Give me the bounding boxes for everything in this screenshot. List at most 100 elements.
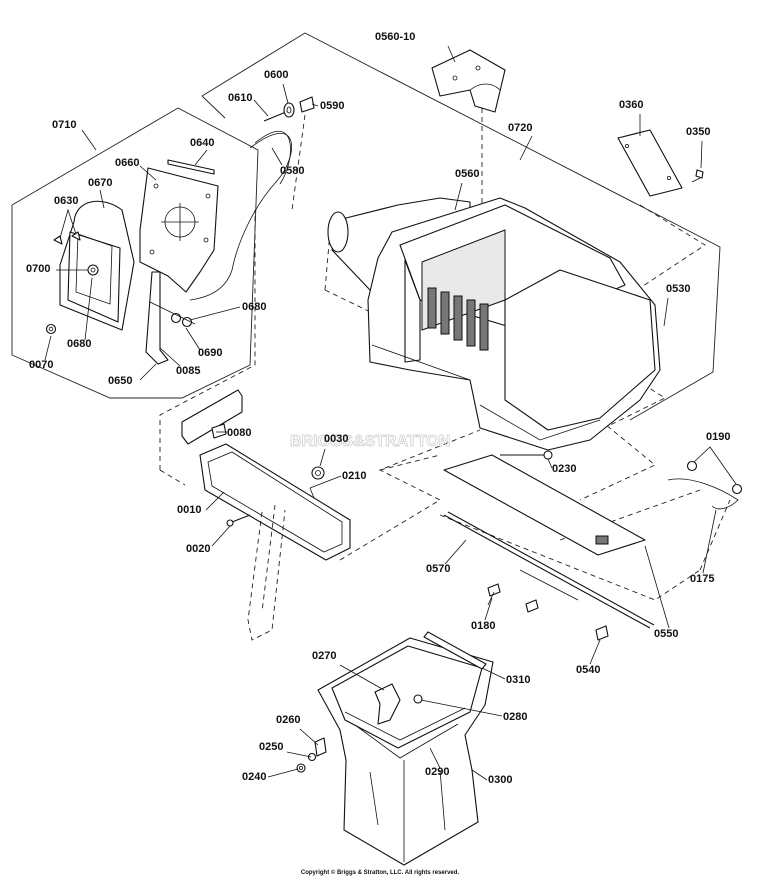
callout-leader: [454, 182, 463, 211]
callout-leader: [319, 448, 326, 467]
callout-leader: [644, 545, 670, 629]
mounting-bracket: [181, 389, 351, 561]
callout-leader: [139, 363, 157, 381]
part-callout: 0190: [706, 431, 730, 443]
callout-leader: [420, 699, 503, 717]
callout-leader: [253, 99, 269, 117]
callout-leader: [547, 458, 553, 469]
part-callout: 0310: [506, 674, 530, 686]
part-callout: 0610: [228, 92, 252, 104]
callout-leader: [693, 446, 737, 485]
part-callout: 0570: [426, 563, 450, 575]
copyright-notice: Copyright © Briggs & Stratton, LLC. All …: [300, 870, 460, 876]
part-callout: 0550: [654, 628, 678, 640]
callout-leader: [271, 147, 283, 166]
callout-leader: [663, 297, 669, 327]
callout-leader: [189, 306, 241, 321]
shroud-vents: [427, 287, 489, 351]
part-callout: 0020: [186, 543, 210, 555]
part-callout: 0640: [190, 137, 214, 149]
callout-leader: [447, 45, 456, 63]
part-callout: 0070: [29, 359, 53, 371]
callout-leader: [194, 149, 208, 166]
part-callout: 0690: [198, 347, 222, 359]
callout-leader: [211, 525, 231, 547]
callout-leader: [484, 597, 493, 621]
group-outline-shroud: [201, 32, 721, 421]
part-callout: 0560-10: [375, 31, 415, 43]
part-callout: 0250: [259, 741, 283, 753]
callout-leader: [444, 539, 467, 565]
callout-leader: [309, 475, 342, 489]
part-callout: 0580: [280, 165, 304, 177]
part-callout: 0670: [88, 177, 112, 189]
callout-leader: [282, 83, 289, 104]
callout-leader: [286, 751, 312, 758]
part-callout: 0300: [488, 774, 512, 786]
deflector-bar: [167, 159, 215, 175]
part-callout: 0080: [227, 427, 251, 439]
callout-leader: [139, 165, 157, 181]
frame-rod: [443, 450, 743, 641]
callout-leader: [185, 327, 201, 351]
callout-leader: [481, 667, 506, 680]
callout-leader: [311, 103, 319, 107]
callout-leader: [519, 135, 533, 161]
deflector-plate: [139, 167, 219, 293]
part-callout: 0230: [552, 463, 576, 475]
panel-screw: [691, 169, 704, 183]
callout-leader: [299, 728, 319, 746]
group-outline-dashed-frames: [159, 108, 731, 601]
access-panel: [617, 129, 683, 197]
callout-leaders: [44, 45, 737, 781]
callout-leader: [700, 140, 703, 169]
part-callout: 0085: [176, 365, 200, 377]
part-callout: 0650: [108, 375, 132, 387]
part-callout: 0270: [312, 650, 336, 662]
part-callout: 0180: [471, 620, 495, 632]
callout-leader: [59, 208, 77, 239]
part-callout: 0240: [242, 771, 266, 783]
callout-leader: [84, 277, 93, 341]
shroud-housing: [327, 49, 661, 451]
callout-leader: [339, 664, 385, 691]
part-callout: 0175: [690, 573, 714, 585]
part-callout: 0290: [425, 766, 449, 778]
part-callout: 0530: [666, 283, 690, 295]
group-outline-chute-deflector: [11, 107, 259, 399]
watermark: BRIGGS&STRATTON: [290, 433, 450, 450]
part-callout: 0600: [264, 69, 288, 81]
part-callout: 0660: [115, 157, 139, 169]
part-callout: 0540: [576, 664, 600, 676]
callout-leader: [267, 768, 299, 778]
grass-bag: [296, 631, 494, 866]
part-callout: 0560: [455, 168, 479, 180]
callout-leader: [589, 639, 601, 665]
part-callout: 0680: [242, 301, 266, 313]
part-callout: 0700: [26, 263, 50, 275]
callout-leader: [429, 747, 441, 769]
callout-leader: [159, 347, 181, 367]
bracket-strap: [247, 504, 286, 641]
part-callout: 0280: [503, 711, 527, 723]
callout-leader: [471, 769, 488, 781]
part-callout: 0360: [619, 99, 643, 111]
part-callout: 0680: [67, 338, 91, 350]
cable-and-hardware-top: [189, 96, 315, 301]
part-callout: 0010: [177, 504, 201, 516]
callout-leader: [81, 129, 97, 151]
callout-leader: [44, 335, 52, 361]
part-callout: 0630: [54, 195, 78, 207]
callout-leader: [205, 491, 225, 511]
part-callout: 0590: [320, 100, 344, 112]
part-callout: 0720: [508, 122, 532, 134]
callout-leader: [99, 189, 105, 209]
callout-leader: [702, 509, 717, 574]
deflector-housing: [59, 200, 135, 331]
part-callout: 0350: [686, 126, 710, 138]
part-callout: 0710: [52, 119, 76, 131]
part-callout: 0260: [276, 714, 300, 726]
part-callout: 0030: [324, 433, 348, 445]
